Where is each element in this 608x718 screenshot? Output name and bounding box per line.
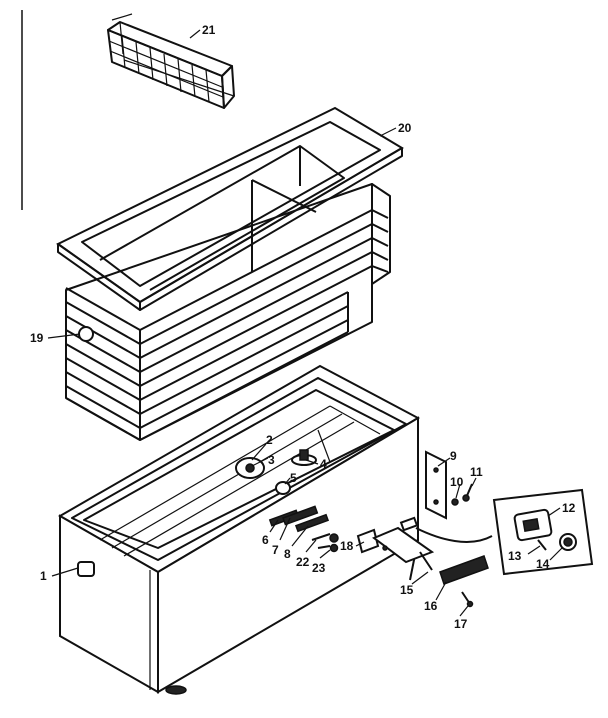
plug-inset — [492, 488, 594, 576]
callout-3: 3 — [268, 453, 275, 467]
top-frame — [56, 106, 404, 311]
callout-23: 23 — [312, 561, 326, 575]
callout-labels: 1 2 3 4 5 6 7 8 9 10 11 12 13 14 15 16 1… — [30, 23, 576, 631]
wire-basket — [107, 13, 235, 109]
callout-18: 18 — [340, 539, 354, 553]
callout-1: 1 — [40, 569, 47, 583]
callout-6: 6 — [262, 533, 269, 547]
callout-15: 15 — [400, 583, 414, 597]
liner-assembly — [65, 145, 391, 441]
callout-13: 13 — [508, 549, 522, 563]
callout-12: 12 — [562, 501, 576, 515]
callout-8: 8 — [284, 547, 291, 561]
callout-4: 4 — [320, 457, 327, 471]
callout-22: 22 — [296, 555, 310, 569]
leader-lines — [47, 29, 563, 617]
callout-14: 14 — [536, 557, 550, 571]
cabinet — [57, 364, 421, 695]
rear-plate — [425, 450, 447, 520]
callout-9: 9 — [450, 449, 457, 463]
callout-16: 16 — [424, 599, 438, 613]
control-box — [356, 516, 493, 608]
callout-10: 10 — [450, 475, 464, 489]
callout-5: 5 — [290, 471, 297, 485]
screws — [451, 483, 473, 506]
callout-17: 17 — [454, 617, 468, 631]
callout-20: 20 — [398, 121, 412, 135]
callout-7: 7 — [272, 543, 279, 557]
callout-2: 2 — [266, 433, 273, 447]
callout-21: 21 — [202, 23, 216, 37]
callout-11: 11 — [470, 465, 483, 479]
callout-19: 19 — [30, 331, 44, 345]
